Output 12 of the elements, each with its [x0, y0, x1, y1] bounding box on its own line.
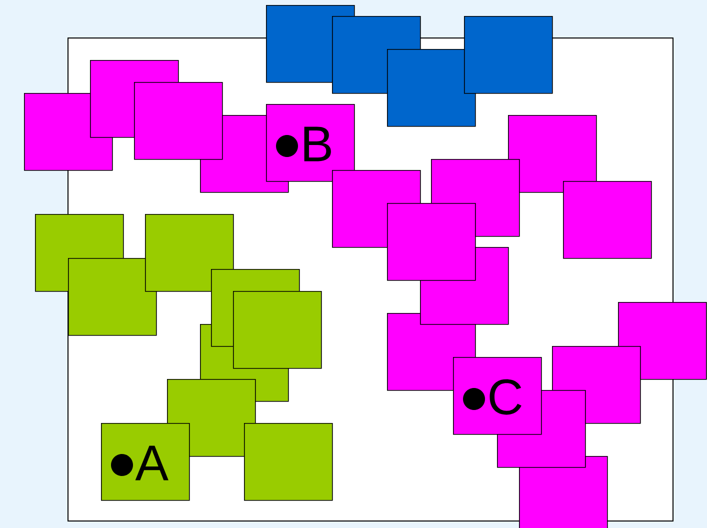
square	[387, 49, 476, 127]
point-label: A	[135, 446, 168, 480]
square	[134, 82, 223, 160]
point-label: C	[490, 379, 522, 415]
square	[563, 181, 652, 259]
square	[387, 203, 476, 281]
square	[244, 423, 333, 501]
square	[233, 291, 322, 369]
square	[68, 258, 157, 336]
square	[145, 214, 234, 292]
point-label: B	[304, 126, 331, 162]
square	[464, 16, 553, 94]
